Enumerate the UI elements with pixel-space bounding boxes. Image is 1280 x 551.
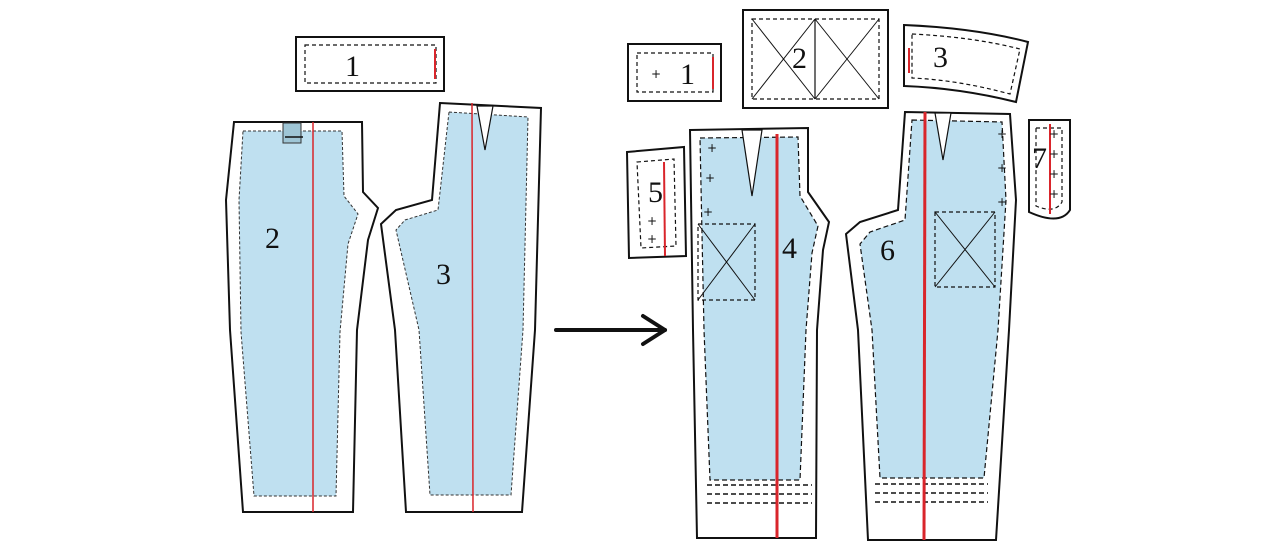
svg-text:+: + (997, 195, 1007, 209)
original-back-leg-piece: 3 (379, 101, 543, 513)
modified-back-leg-piece: + + + 6 (844, 110, 1018, 541)
modified-pocket-facing-piece: 2 (742, 9, 889, 109)
modified-fly-facing-piece: + + 5 (625, 145, 688, 260)
modified-piece-label-6: 6 (880, 234, 895, 267)
svg-text:+: + (997, 127, 1007, 141)
original-piece-label-1: 1 (345, 50, 360, 83)
original-pattern: 1 2 3 (224, 36, 543, 513)
modified-back-waistband-piece: 3 (903, 23, 1030, 104)
original-piece-label-2: 2 (265, 222, 280, 255)
modified-piece-label-4: 4 (782, 232, 797, 265)
svg-text:+: + (651, 67, 661, 81)
arrow-right-icon (554, 314, 667, 346)
svg-text:+: + (703, 205, 713, 219)
modified-pattern: + 1 2 3 + + 5 (625, 9, 1071, 541)
modified-piece-label-1: 1 (680, 58, 695, 91)
svg-text:+: + (1049, 147, 1059, 161)
svg-text:+: + (707, 141, 717, 155)
modified-piece-label-7: 7 (1032, 142, 1047, 175)
svg-text:+: + (647, 232, 657, 246)
svg-text:+: + (997, 161, 1007, 175)
modified-piece-label-5: 5 (648, 176, 663, 209)
modified-fly-shield-piece: + + + + 7 (1028, 119, 1071, 220)
modified-front-leg-piece: + + + 4 (688, 126, 831, 539)
original-piece-label-3: 3 (436, 258, 451, 291)
original-front-leg-piece: 2 (224, 121, 380, 513)
modified-piece-label-2: 2 (792, 42, 807, 75)
svg-text:+: + (647, 214, 657, 228)
svg-text:+: + (1049, 167, 1059, 181)
svg-text:+: + (1049, 187, 1059, 201)
svg-text:+: + (705, 171, 715, 185)
modified-waistband-piece: + 1 (627, 43, 722, 102)
svg-text:+: + (1049, 127, 1059, 141)
modified-piece-label-3: 3 (933, 41, 948, 74)
original-waistband-piece: 1 (295, 36, 445, 92)
